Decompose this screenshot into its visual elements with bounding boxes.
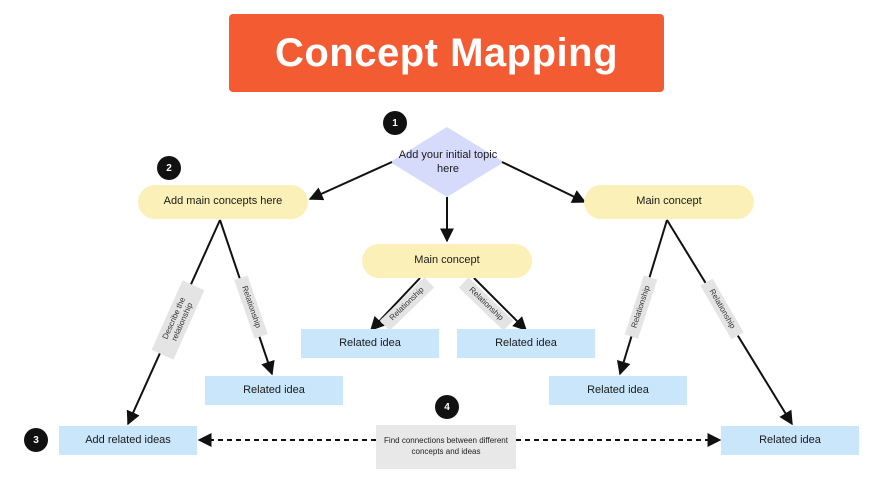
topic-diamond xyxy=(390,127,504,197)
step-badge-1: 1 xyxy=(383,111,407,135)
main-concept-center: Main concept xyxy=(362,244,532,278)
step-badge-3: 3 xyxy=(24,428,48,452)
step-badge-2: 2 xyxy=(157,156,181,180)
related-idea-left-outer: Add related ideas xyxy=(59,426,197,455)
main-concept-right: Main concept xyxy=(584,185,754,219)
edge-topic-to-right-main xyxy=(501,161,587,203)
edge-center-main-to-right xyxy=(473,277,527,331)
related-idea-right-outer: Related idea xyxy=(721,426,859,455)
main-concept-left: Add main concepts here xyxy=(138,185,308,219)
related-idea-right-inner: Related idea xyxy=(549,376,687,405)
page-title: Concept Mapping xyxy=(229,14,664,92)
edge-topic-to-left-main xyxy=(308,161,393,201)
related-idea-center-left: Related idea xyxy=(301,329,439,358)
related-idea-left-inner: Related idea xyxy=(205,376,343,405)
topic-node-label: Add your initial topic here xyxy=(398,148,498,175)
step-badge-4: 4 xyxy=(435,395,459,419)
connection-note: Find connections between different conce… xyxy=(376,425,516,469)
related-idea-center-right: Related idea xyxy=(457,329,595,358)
